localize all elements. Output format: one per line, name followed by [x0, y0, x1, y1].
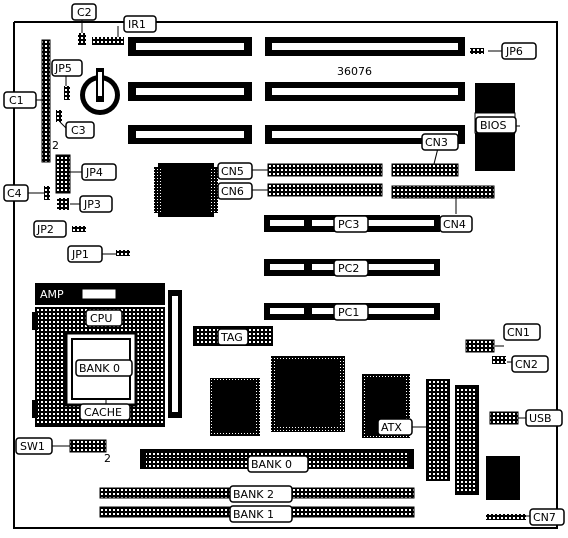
- usb-header: [489, 411, 519, 425]
- ps2-port: [486, 456, 520, 500]
- cn7-header: [486, 514, 526, 520]
- label-cn3: CN3: [425, 136, 448, 149]
- label-cn4: CN4: [443, 218, 466, 231]
- label-cn7: CN7: [533, 511, 556, 524]
- c1-connector: [41, 39, 51, 163]
- label-sw1-pin2: 2: [104, 452, 111, 465]
- label-cn5: CN5: [221, 165, 244, 178]
- board-outline: [13, 21, 558, 529]
- chipset-2: [210, 378, 260, 436]
- jp3-jumper: [57, 198, 69, 210]
- atx-connector: [426, 379, 450, 481]
- label-jp3: JP3: [83, 198, 101, 211]
- cn3-header: [391, 163, 459, 177]
- label-bank1: BANK 1: [233, 508, 274, 521]
- jp6-jumper: [470, 48, 484, 54]
- c2-jumper: [78, 33, 86, 45]
- cn5-header: [267, 163, 383, 177]
- chipset-1: [154, 163, 218, 217]
- label-c2: C2: [77, 6, 92, 19]
- label-jp6: JP6: [505, 45, 523, 58]
- label-c1: C1: [9, 94, 24, 107]
- ir1-header: [92, 37, 124, 45]
- label-cache: CACHE: [84, 406, 122, 419]
- label-pc3: PC3: [338, 218, 359, 231]
- label-atx: ATX: [381, 421, 402, 434]
- sw1-switch: [69, 439, 107, 453]
- label-bank2: BANK 2: [233, 488, 274, 501]
- isa-slots: [128, 37, 465, 144]
- jp1-jumper: [116, 250, 130, 256]
- label-c3: C3: [71, 124, 86, 137]
- label-bios: BIOS: [480, 119, 506, 132]
- label-sw1: SW1: [20, 440, 45, 453]
- c3-jumper: [56, 110, 62, 122]
- label-pin2: 2: [52, 139, 59, 152]
- battery: [80, 68, 120, 115]
- cn6-header: [267, 183, 383, 197]
- leader-lines: [26, 20, 530, 517]
- board-id: 36076: [337, 65, 372, 78]
- jp2-jumper: [72, 226, 86, 232]
- label-pc2: PC2: [338, 262, 359, 275]
- label-cn1: CN1: [507, 326, 530, 339]
- cn1-header: [465, 339, 495, 353]
- jp5-jumper: [64, 86, 70, 100]
- label-bank0-cache: BANK 0: [79, 362, 120, 375]
- chipset-3: [271, 356, 345, 432]
- label-ir1: IR1: [128, 18, 146, 31]
- label-boxes: [3, 3, 565, 526]
- label-usb: USB: [529, 412, 552, 425]
- power-connector: [455, 385, 479, 495]
- label-cn6: CN6: [221, 185, 244, 198]
- cn2-header: [492, 356, 506, 364]
- label-jp2: JP2: [36, 223, 54, 236]
- label-amp: AMP: [40, 288, 64, 301]
- label-jp5: JP5: [54, 62, 72, 75]
- jp4-header: [55, 154, 71, 194]
- label-tag: TAG: [220, 331, 243, 344]
- cn4-header: [391, 185, 495, 199]
- label-jp1: JP1: [71, 248, 89, 261]
- label-cpu: CPU: [90, 312, 112, 325]
- label-c4: C4: [7, 187, 22, 200]
- label-pc1: PC1: [338, 306, 359, 319]
- label-jp4: JP4: [85, 166, 103, 179]
- label-bank0: BANK 0: [251, 458, 292, 471]
- c4-jumper: [44, 186, 50, 200]
- label-cn2: CN2: [515, 358, 538, 371]
